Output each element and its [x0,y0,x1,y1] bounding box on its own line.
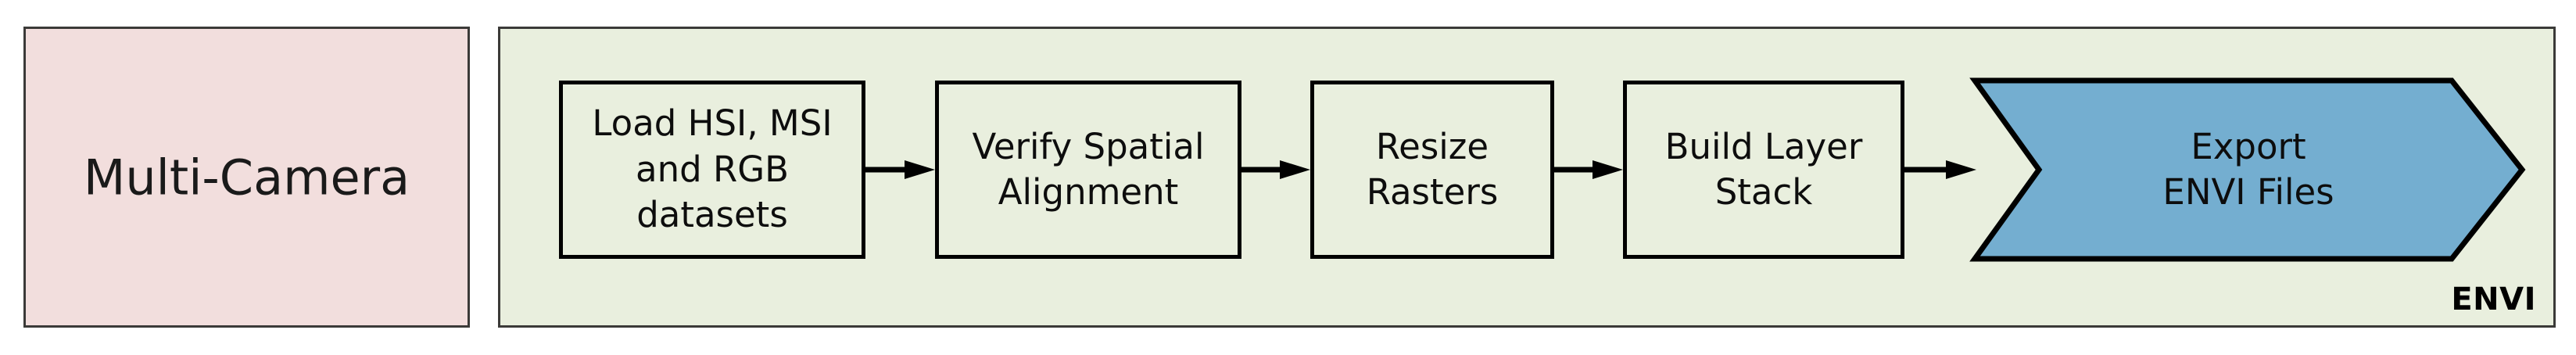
connector-arrow-1 [865,160,935,180]
step-export-envi[interactable]: Export ENVI Files [1969,77,2526,262]
step-load-datasets-label: Load HSI, MSI and RGB datasets [592,102,833,236]
connector-arrow-2 [1241,160,1310,180]
arrow-right-icon [1241,160,1310,179]
chevron-shape-icon [1969,77,2526,262]
step-load-datasets[interactable]: Load HSI, MSI and RGB datasets [559,81,865,259]
connector-arrow-3 [1554,160,1623,180]
group-envi-tag: ENVI [2451,281,2536,317]
arrow-right-icon [865,160,935,179]
step-resize-rasters[interactable]: Resize Rasters [1310,81,1554,259]
step-build-layer-stack[interactable]: Build Layer Stack [1623,81,1904,259]
connector-arrow-4 [1904,160,1976,180]
step-build-layer-stack-label: Build Layer Stack [1664,125,1863,213]
arrow-right-icon [1904,160,1976,179]
step-verify-alignment-label: Verify Spatial Alignment [972,125,1205,213]
arrow-right-icon [1554,160,1623,179]
group-multi-camera: Multi-Camera [23,27,470,328]
group-multi-camera-title: Multi-Camera [83,148,410,206]
step-verify-alignment[interactable]: Verify Spatial Alignment [935,81,1241,259]
step-resize-rasters-label: Resize Rasters [1366,125,1499,213]
